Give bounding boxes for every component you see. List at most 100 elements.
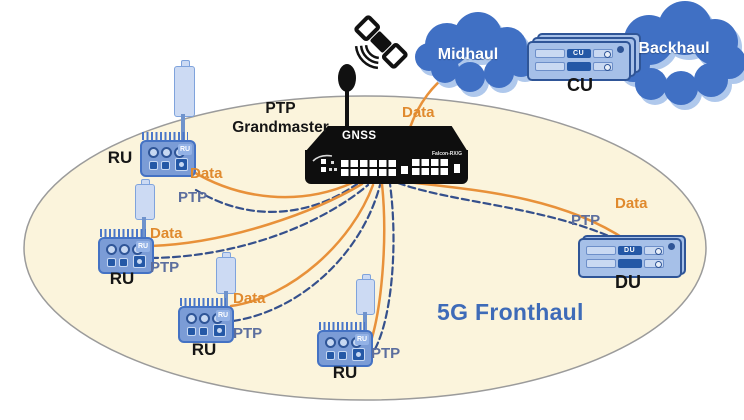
grandmaster-title: PTP Grandmaster [228, 99, 333, 137]
link-du-ptp-label: PTP [571, 212, 601, 229]
switch-port-grid [412, 157, 450, 175]
ru3-antenna [216, 257, 236, 294]
ru-connector-icon [352, 348, 365, 361]
ru-port-icon [119, 244, 130, 255]
ru-port-icon [148, 147, 159, 158]
ru1-heatsink-fins [142, 132, 188, 140]
ru2-antenna-pole [142, 217, 146, 238]
grandmaster-title-line2: Grandmaster [232, 119, 329, 136]
midhaul-cloud-label: Midhaul [437, 46, 499, 63]
cu-slot-band [566, 62, 591, 71]
ru-connector-icon [149, 161, 158, 170]
cu-power-led [617, 46, 624, 53]
link-midhaul-data-label: Data [402, 104, 435, 121]
switch-model-label: Falcon-RX/G [431, 151, 462, 157]
ru-port-icon [338, 337, 349, 348]
ru4-antenna-pole [363, 312, 367, 330]
switch-led [331, 161, 334, 164]
grandmaster-switch: Falcon-RX/G [305, 150, 468, 184]
ru3-heatsink-fins [180, 298, 226, 306]
du-slot-bar [643, 246, 664, 255]
ru-connector-icon [213, 324, 226, 337]
link-du-data-line [405, 180, 628, 242]
ru2-body: RU [98, 237, 154, 274]
ru4-antenna [356, 279, 375, 315]
du-badge: DU [617, 246, 642, 255]
ru-port-icon [186, 313, 197, 324]
ru4-heatsink-fins [319, 322, 365, 330]
du-device: DU [578, 238, 682, 278]
link-ru4-ptp-label: PTP [371, 345, 401, 362]
ru-connector-icon [187, 327, 196, 336]
switch-port [321, 159, 326, 164]
backhaul-cloud-label: Backhaul [638, 40, 710, 57]
cu-slot-bar [592, 62, 613, 71]
switch-led [334, 168, 337, 171]
ru-connector-icon [107, 258, 116, 267]
ru-connector-icon [199, 327, 208, 336]
satellite-signal-waves [354, 44, 380, 70]
cu-badge: CU [566, 49, 591, 58]
du-label: DU [615, 272, 641, 292]
ru2-label: RU [109, 269, 135, 288]
ru-connector-icon [175, 158, 188, 171]
ru-connector-icon [119, 258, 128, 267]
cu-device: CU [527, 41, 631, 81]
switch-port [321, 167, 326, 172]
link-ru1-data-label: Data [190, 165, 223, 182]
link-ru4-ptp-line [373, 182, 395, 351]
link-ru1-ptp-line [194, 182, 359, 213]
midhaul-cloud [415, 12, 536, 92]
switch-port-grid [341, 158, 398, 176]
link-ru3-ptp-label: PTP [233, 325, 263, 342]
grandmaster-title-line1: PTP [265, 100, 296, 117]
gnss-label: GNSS [342, 130, 377, 142]
switch-led [329, 168, 332, 171]
ru-connector-icon [338, 351, 347, 360]
fronthaul-zone-label: 5G Fronthaul [437, 299, 584, 325]
ru1-badge: RU [178, 144, 192, 155]
link-du-data-label: Data [615, 195, 648, 212]
link-ru3-ptp-line [231, 183, 382, 323]
ru4-body: RU [317, 330, 373, 367]
cu-label: CU [567, 75, 593, 95]
link-ru1-data-line [190, 169, 354, 199]
ru2-badge: RU [136, 241, 150, 252]
switch-logo-icon [312, 154, 333, 162]
link-ru2-data-label: Data [150, 225, 183, 242]
ru-port-icon [161, 147, 172, 158]
ru1-label: RU [107, 148, 133, 167]
gnss-antenna-icon [338, 64, 356, 132]
grandmaster-switch-top-face: GNSS [305, 126, 468, 152]
ru2-heatsink-fins [100, 229, 146, 237]
du-slot-band [617, 259, 642, 268]
satellite-icon [354, 15, 408, 70]
ru-port-icon [325, 337, 336, 348]
ru3-antenna-pole [224, 291, 228, 307]
link-ru1-ptp-label: PTP [178, 189, 208, 206]
ru-port-icon [199, 313, 210, 324]
du-slot-bar [586, 259, 616, 268]
link-ru4-data-line [368, 182, 386, 346]
ru2-antenna [135, 184, 155, 220]
link-ru3-data-label: Data [233, 290, 266, 307]
ru-connector-icon [133, 255, 146, 268]
link-ru2-ptp-line [149, 183, 370, 260]
ru3-body: RU [178, 306, 234, 343]
cu-slot-bar [535, 49, 565, 58]
cu-slot-bar [535, 62, 565, 71]
link-ru3-data-line [229, 183, 375, 308]
link-ru2-ptp-label: PTP [150, 259, 180, 276]
ru1-antenna-pole [181, 114, 185, 142]
switch-port [401, 166, 408, 174]
ru1-body: RU [140, 140, 196, 177]
ru3-badge: RU [216, 310, 230, 321]
switch-port [454, 164, 460, 173]
link-du-ptp-line [396, 181, 622, 243]
ru-connector-icon [326, 351, 335, 360]
ru-port-icon [106, 244, 117, 255]
ru4-badge: RU [355, 334, 369, 345]
ru3-label: RU [191, 340, 217, 359]
du-slot-bar [586, 246, 616, 255]
